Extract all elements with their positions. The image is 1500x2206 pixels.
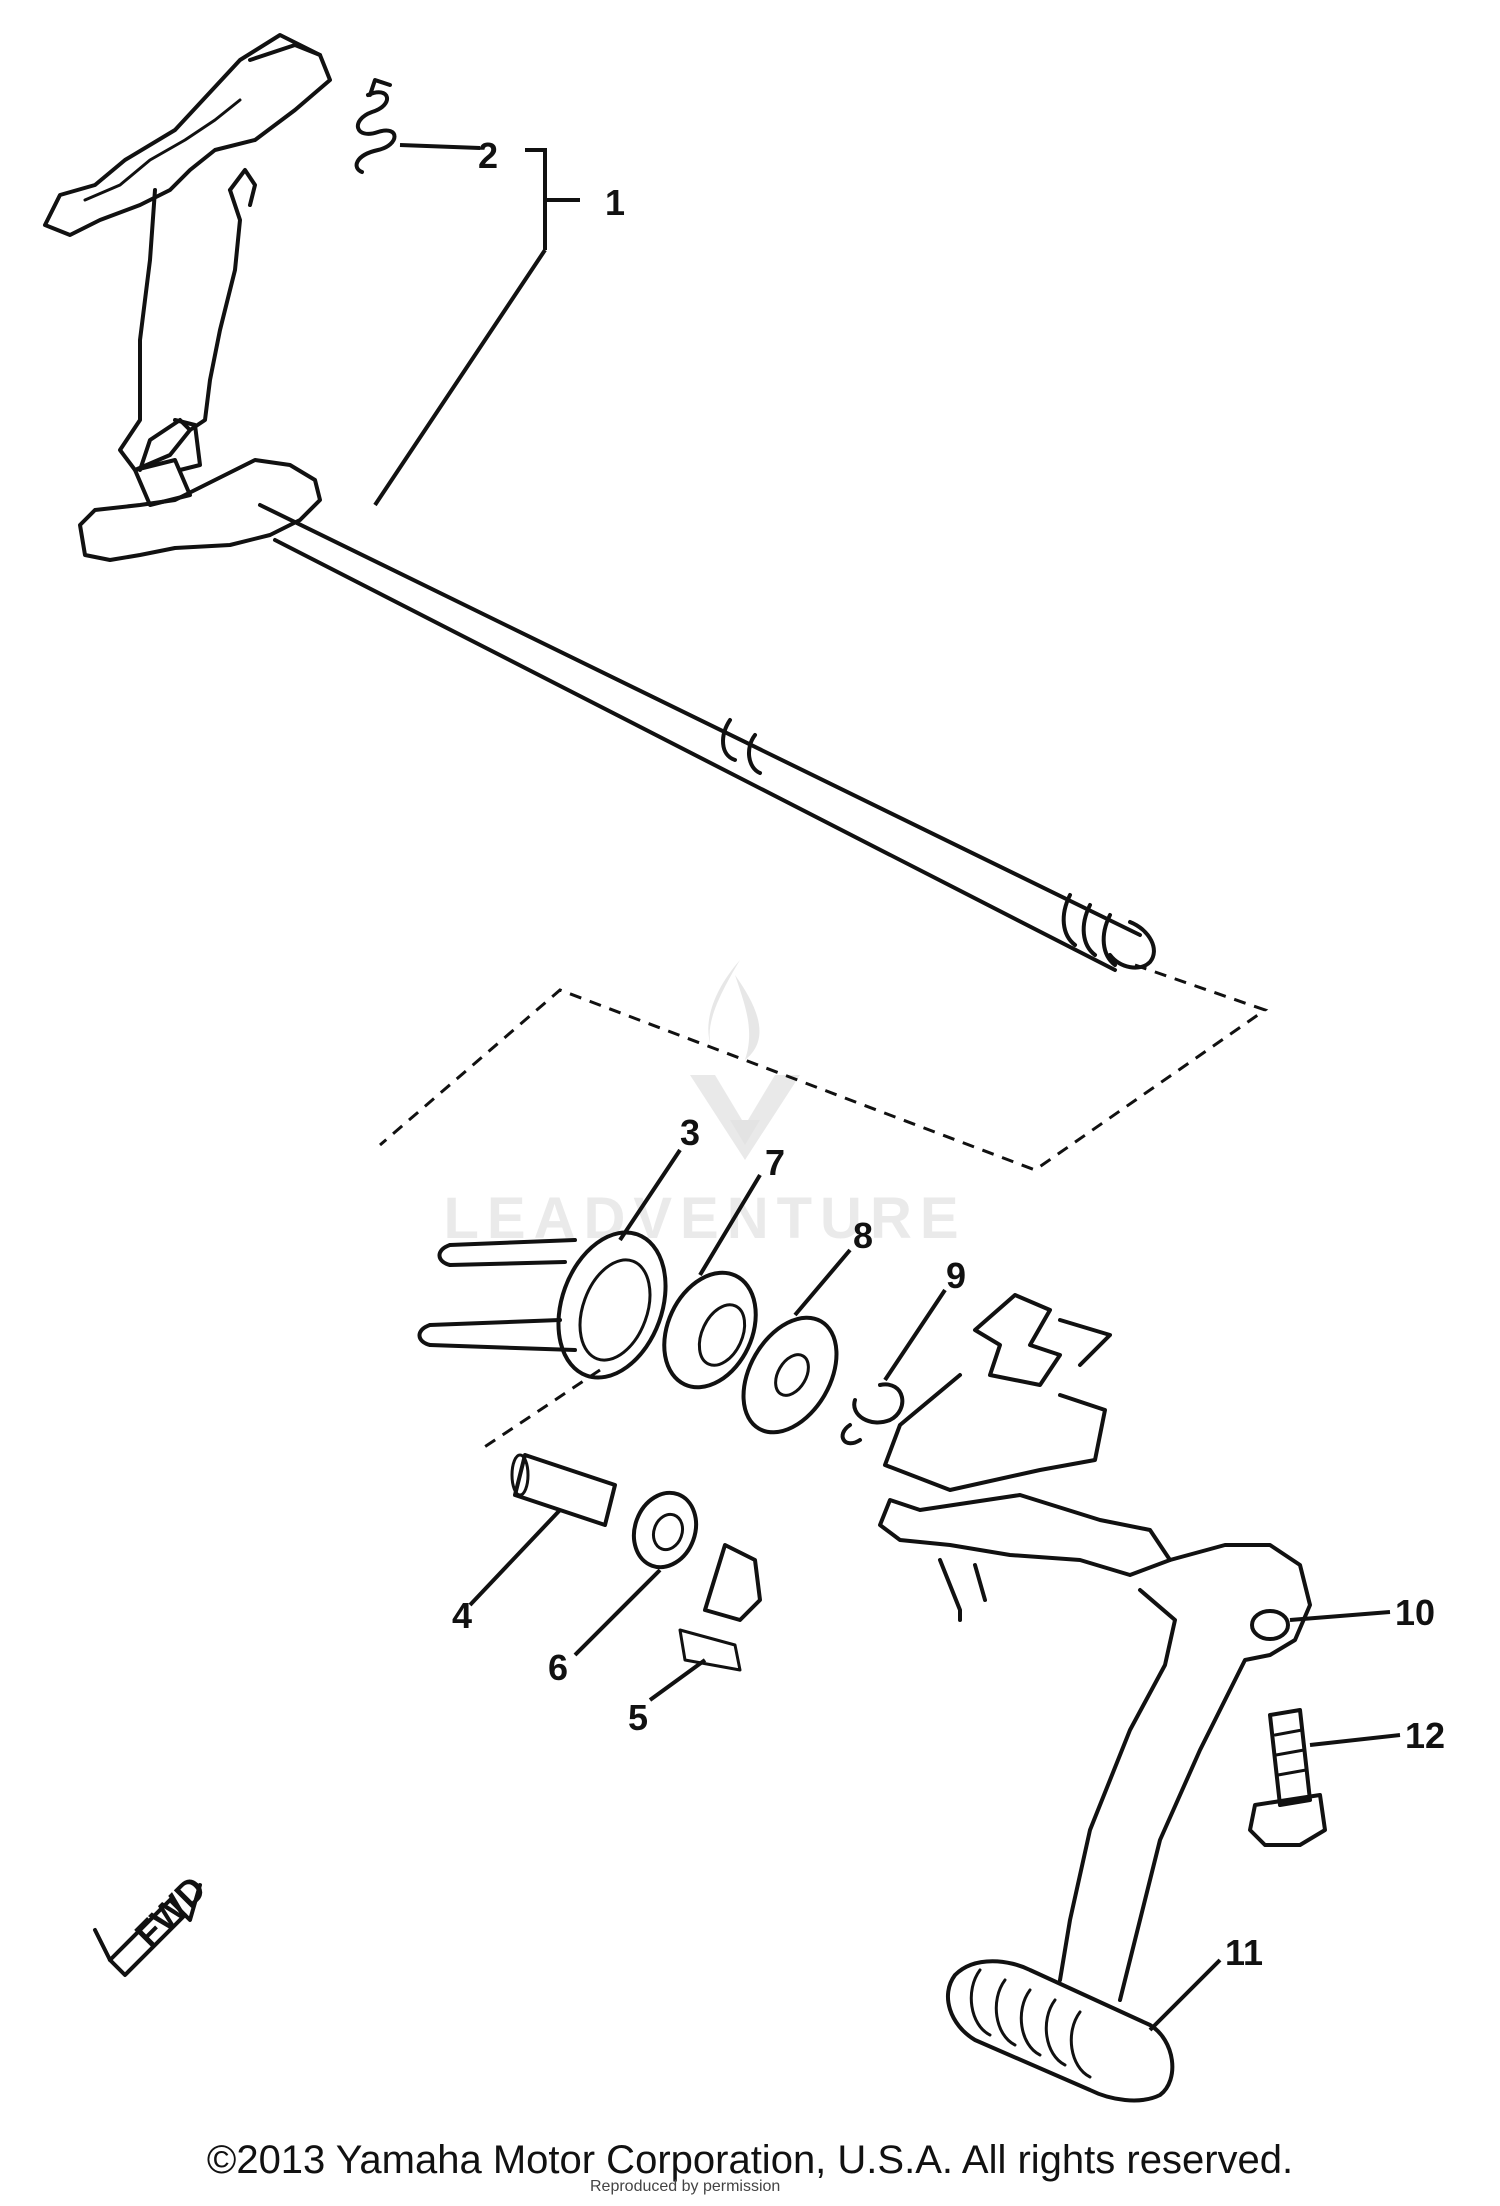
- fwd-direction-icon: [93, 1883, 202, 1977]
- part-6-bushing: [573, 1490, 699, 1657]
- reproduction-note: Reproduced by permission: [590, 2178, 781, 2195]
- part-10-shift-pedal: [878, 1293, 1391, 2002]
- callout-labels: 1 2 3 4 5 6 7 8 9 10 11 12 FWD: [127, 135, 1445, 1973]
- assembly-guide-lines: [379, 963, 1269, 1452]
- callout-5: 5: [628, 1697, 648, 1738]
- callout-2: 2: [478, 135, 498, 176]
- part-4-pin: [468, 1453, 617, 1607]
- callout-1: 1: [605, 182, 625, 223]
- watermark: LEADVENTURE: [443, 960, 959, 1251]
- part-5-bolt: [648, 1543, 762, 1702]
- part-9-circlip: [840, 1288, 947, 1446]
- callout-3: 3: [680, 1112, 700, 1153]
- flame-v-logo-icon: [690, 960, 800, 1160]
- part-11-pedal-rubber: [945, 1958, 1222, 2103]
- part-8-washer: [741, 1248, 852, 1435]
- callout-4: 4: [452, 1595, 472, 1636]
- part-2-spring: [354, 78, 547, 174]
- callout-12: 12: [1405, 1715, 1445, 1756]
- part-3-lever: [417, 1148, 682, 1380]
- callout-8: 8: [853, 1215, 873, 1256]
- callout-7: 7: [765, 1142, 785, 1183]
- part-7-collar: [662, 1173, 762, 1390]
- part-12-bolt: [1248, 1708, 1401, 1847]
- callout-6: 6: [548, 1647, 568, 1688]
- fwd-label: FWD: [127, 1868, 214, 1955]
- part-1-shift-shaft: [43, 33, 1156, 972]
- copyright-notice: ©2013 Yamaha Motor Corporation, U.S.A. A…: [206, 2138, 1294, 2182]
- callout-10: 10: [1395, 1592, 1435, 1633]
- callout-9: 9: [946, 1255, 966, 1296]
- callout-11: 11: [1225, 1932, 1263, 1973]
